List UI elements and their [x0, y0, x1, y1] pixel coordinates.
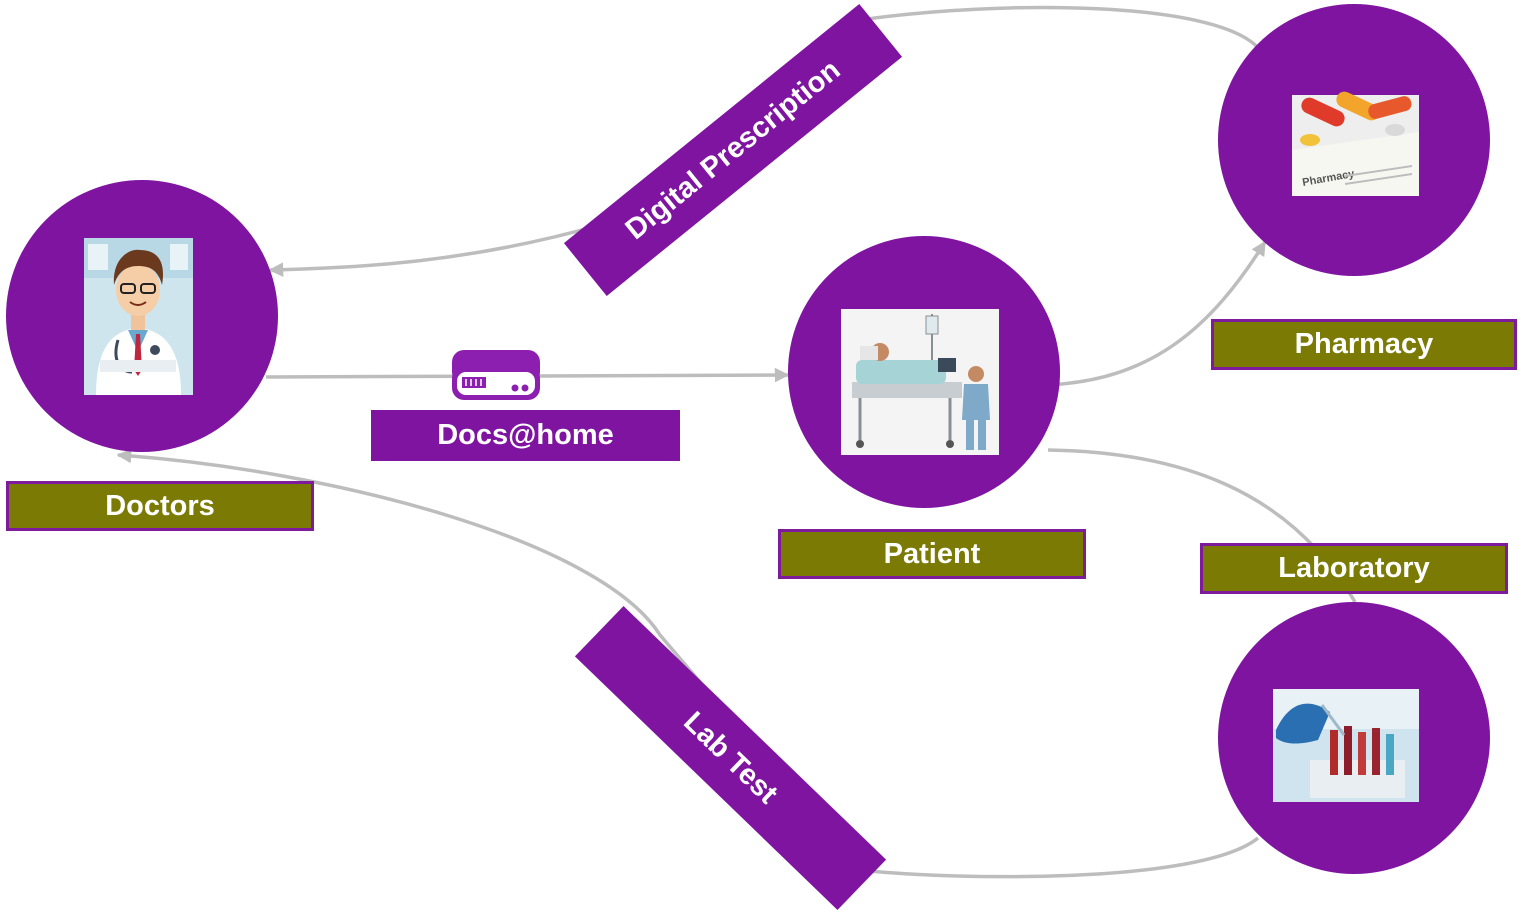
patient-label-text: Patient [883, 537, 981, 570]
pharmacy-label: Pharmacy [1211, 319, 1517, 370]
connectors [116, 5, 1357, 879]
doctor-illustration-icon [84, 238, 193, 395]
docs-at-home-label: Docs@home [371, 410, 680, 461]
docs-at-home-text: Docs@home [437, 419, 614, 451]
doctors-label: Doctors [6, 481, 314, 531]
hospital-bed-photo-icon [841, 309, 999, 455]
connector-patient-to-pharmacy [1047, 240, 1267, 387]
connector-laboratory-to-doctors [116, 448, 1260, 879]
server-icon [452, 350, 540, 400]
laboratory-label-text: Laboratory [1278, 552, 1430, 584]
doctors-label-text: Doctors [105, 489, 215, 522]
laboratory-label: Laboratory [1200, 543, 1508, 594]
test-tubes-photo-icon [1273, 689, 1419, 802]
pharmacy-label-text: Pharmacy [1294, 328, 1434, 360]
pills-photo-icon: Pharmacy [1292, 91, 1419, 196]
patient-label: Patient [778, 529, 1086, 579]
